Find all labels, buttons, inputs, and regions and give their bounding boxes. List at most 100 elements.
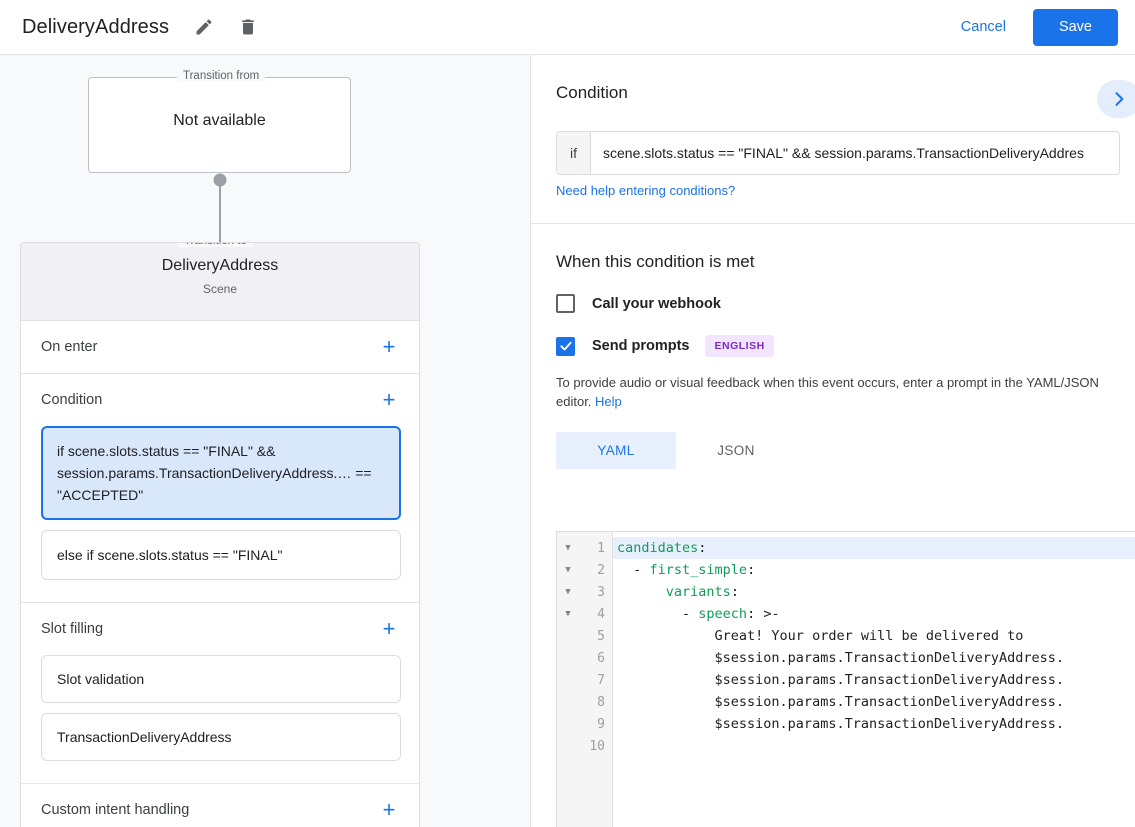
yaml-code-editor[interactable]: ▼1▼2▼3▼4▼5▼6▼7▼8▼9▼10 candidates: - firs…: [556, 531, 1135, 827]
tab-json[interactable]: JSON: [717, 443, 755, 458]
tab-yaml[interactable]: YAML: [556, 432, 676, 469]
gutter-row: ▼1: [557, 537, 612, 559]
transition-to-name: DeliveryAddress: [161, 257, 279, 274]
gutter-row: ▼4: [557, 603, 612, 625]
code-token: speech: [698, 606, 748, 622]
condition-item[interactable]: else if scene.slots.status == "FINAL": [41, 530, 401, 580]
section-title-on-enter: On enter: [41, 339, 98, 355]
line-number: 7: [597, 672, 605, 688]
prompt-help-text-body: To provide audio or visual feedback when…: [556, 375, 1099, 409]
code-line[interactable]: $session.params.TransactionDeliveryAddre…: [613, 691, 1135, 713]
line-number: 8: [597, 694, 605, 710]
gutter-row: ▼8: [557, 691, 612, 713]
call-webhook-checkbox[interactable]: [556, 294, 575, 313]
code-token: -: [617, 606, 699, 622]
section-title-condition: Condition: [41, 392, 103, 408]
condition-heading: Condition: [556, 83, 628, 102]
code-line[interactable]: variants:: [613, 581, 1135, 603]
code-line[interactable]: candidates:: [613, 537, 1135, 559]
section-title-slot-filling: Slot filling: [41, 621, 104, 637]
gutter-row: ▼10: [557, 735, 612, 757]
line-number: 3: [597, 584, 605, 600]
code-token: first_simple: [649, 562, 748, 578]
send-prompts-row[interactable]: Send prompts ENGLISH: [556, 335, 1110, 357]
transition-to-legend: Transition to: [178, 243, 253, 247]
transition-to-subtitle: Scene: [202, 282, 238, 296]
list-item[interactable]: TransactionDeliveryAddress: [41, 713, 401, 761]
code-line[interactable]: - first_simple:: [613, 559, 1135, 581]
fold-triangle-icon[interactable]: ▼: [565, 587, 571, 597]
add-custom-intent-icon[interactable]: +: [382, 797, 396, 822]
line-number: 9: [597, 716, 605, 732]
editor-code-area[interactable]: candidates: - first_simple: variants: - …: [613, 532, 1135, 827]
gutter-row: ▼9: [557, 713, 612, 735]
code-line[interactable]: - speech: >-: [613, 603, 1135, 625]
prompt-help-link[interactable]: Help: [595, 394, 622, 409]
code-token: $session.params.TransactionDeliveryAddre…: [617, 716, 1065, 732]
fold-triangle-icon[interactable]: ▼: [565, 609, 571, 619]
gutter-row: ▼5: [557, 625, 612, 647]
editor-gutter: ▼1▼2▼3▼4▼5▼6▼7▼8▼9▼10: [557, 532, 613, 827]
delete-button[interactable]: [231, 10, 265, 44]
line-number: 10: [589, 738, 605, 754]
list-item[interactable]: Slot validation: [41, 655, 401, 703]
fold-triangle-icon[interactable]: ▼: [565, 543, 571, 553]
header-actions: Cancel Save: [947, 8, 1118, 46]
section-on-enter: On enter +: [21, 321, 419, 374]
code-token: -: [617, 562, 650, 578]
chevron-right-icon: [1115, 92, 1124, 106]
code-token: $session.params.TransactionDeliveryAddre…: [617, 694, 1065, 710]
condition-list: if scene.slots.status == "FINAL" && sess…: [21, 426, 419, 602]
prompt-help-text: To provide audio or visual feedback when…: [556, 373, 1110, 411]
code-line[interactable]: Great! Your order will be delivered to: [613, 625, 1135, 647]
save-button[interactable]: Save: [1032, 8, 1118, 46]
language-badge: ENGLISH: [705, 335, 774, 357]
transition-to-header[interactable]: Transition to DeliveryAddress Scene: [21, 243, 419, 321]
condition-field[interactable]: if: [556, 131, 1120, 175]
section-custom-intent-handling: Custom intent handling +: [21, 784, 419, 827]
add-condition-icon[interactable]: +: [382, 387, 396, 412]
gutter-row: ▼2: [557, 559, 612, 581]
condition-help-link[interactable]: Need help entering conditions?: [556, 183, 736, 198]
right-panel: Condition if Need help entering conditio…: [530, 55, 1135, 827]
gutter-row: ▼6: [557, 647, 612, 669]
webhook-row[interactable]: Call your webhook: [556, 294, 1110, 313]
gutter-row: ▼7: [557, 669, 612, 691]
code-line[interactable]: [613, 735, 1135, 757]
transition-from-card[interactable]: Transition from Not available: [88, 70, 351, 173]
add-slot-filling-icon[interactable]: +: [382, 616, 396, 641]
line-number: 2: [597, 562, 605, 578]
check-icon: [559, 341, 572, 351]
code-token: Great! Your order will be delivered to: [617, 628, 1024, 644]
transition-from-legend: Transition from: [177, 70, 266, 82]
code-line[interactable]: $session.params.TransactionDeliveryAddre…: [613, 669, 1135, 691]
code-token: :: [698, 540, 707, 556]
transition-to-card: Transition to DeliveryAddress Scene On e…: [20, 242, 420, 827]
code-token: $session.params.TransactionDeliveryAddre…: [617, 650, 1065, 666]
condition-item-selected[interactable]: if scene.slots.status == "FINAL" && sess…: [41, 426, 401, 520]
line-number: 4: [597, 606, 605, 622]
code-line[interactable]: $session.params.TransactionDeliveryAddre…: [613, 713, 1135, 735]
send-prompts-checkbox[interactable]: [556, 336, 575, 356]
expand-panel-button[interactable]: [1097, 80, 1135, 118]
add-on-enter-icon[interactable]: +: [382, 334, 396, 359]
condition-input[interactable]: [591, 132, 1119, 174]
app-header: DeliveryAddress Cancel Save: [0, 0, 1135, 55]
call-webhook-label: Call your webhook: [592, 295, 721, 312]
edit-title-button[interactable]: [187, 10, 221, 44]
code-line[interactable]: $session.params.TransactionDeliveryAddre…: [613, 647, 1135, 669]
fold-triangle-icon[interactable]: ▼: [565, 565, 571, 575]
condition-if-label: if: [557, 132, 591, 174]
code-token: : >-: [747, 606, 780, 622]
line-number: 1: [597, 540, 605, 556]
section-header-condition[interactable]: Condition +: [21, 374, 419, 426]
line-number: 6: [597, 650, 605, 666]
section-condition: Condition + if scene.slots.status == "FI…: [21, 374, 419, 603]
cancel-button[interactable]: Cancel: [947, 11, 1020, 43]
code-token: candidates: [617, 540, 699, 556]
line-number: 5: [597, 628, 605, 644]
code-token: [617, 584, 666, 600]
section-header-slot-filling[interactable]: Slot filling +: [21, 603, 419, 655]
section-header-on-enter[interactable]: On enter +: [21, 321, 419, 373]
section-header-custom-intent-handling[interactable]: Custom intent handling +: [21, 784, 419, 827]
